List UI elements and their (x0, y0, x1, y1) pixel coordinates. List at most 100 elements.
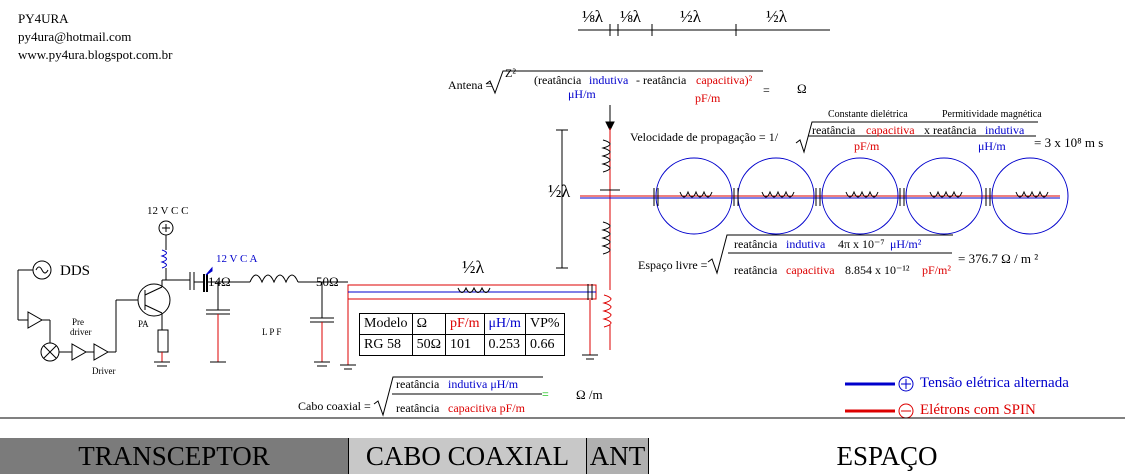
buffer-amp (27, 311, 44, 329)
coax-num-1: reatância (396, 377, 440, 391)
coax-formula-eq: = (542, 387, 549, 401)
scale-eighth-1: ⅛λ (582, 7, 603, 26)
free-result: = 376.7 Ω / m ² (958, 251, 1039, 266)
lpf-coil (249, 274, 299, 284)
table-header-row: Modelo Ω pF/m μH/m VP% (359, 313, 565, 335)
velocity-prefix: Velocidade de propagação = 1/ (630, 130, 779, 144)
free-den-2: capacitiva (786, 263, 835, 277)
scale-half-2: ½λ (766, 7, 787, 26)
wave-coil (679, 190, 713, 198)
wave-circle (991, 157, 1069, 235)
wave-circle (905, 157, 983, 235)
table-cell: 50Ω (411, 334, 446, 356)
antenna-formula-ind: indutiva (589, 73, 629, 87)
legend-red-label: Elétrons com SPIN (920, 402, 1036, 418)
velocity-ind: indutiva (985, 123, 1025, 137)
antenna-formula-z2: Z² (505, 66, 516, 80)
free-space-prefix: Espaço livre = (638, 258, 708, 272)
author-call: PY4URA (18, 11, 69, 26)
free-num-4: μH/m² (890, 237, 922, 251)
label-14-ohm: 14Ω (208, 274, 231, 289)
velocity-cap2: capacitiva (866, 123, 915, 137)
velocity-times: x reatância (924, 123, 977, 137)
antenna-arrow-head (605, 121, 615, 132)
table-cell: 0.253 (483, 334, 526, 356)
antenna-formula-prefix: Antena = (448, 78, 493, 92)
antenna-coil-upper (601, 139, 611, 173)
pa-resistor (157, 329, 169, 353)
table-cell: 101 (444, 334, 485, 356)
pa-transistor (137, 283, 171, 317)
scale-half-1: ½λ (680, 7, 701, 26)
wave-coil (845, 190, 879, 198)
sqrt-free (707, 234, 953, 275)
band-transceptor: TRANSCEPTOR (0, 438, 348, 474)
legend-blue-label: Tensão elétrica alternada (920, 375, 1069, 391)
free-num-1: reatância (734, 237, 778, 251)
wave-coil (761, 190, 795, 198)
half-lambda-coax: ½λ (462, 257, 485, 277)
choke-coil (160, 249, 167, 269)
label-vca: 12 V C A (216, 253, 258, 265)
free-den-4: pF/m² (922, 263, 951, 277)
label-driver: Driver (92, 366, 116, 376)
free-num-2: indutiva (786, 237, 826, 251)
band-ant: ANT (586, 438, 648, 474)
coax-den-2: capacitiva pF/m (448, 401, 525, 415)
antenna-unit-ind: μH/m (568, 87, 596, 101)
antenna-formula-eq: = (763, 83, 770, 97)
table-header: pF/m (444, 313, 485, 335)
pre-driver-amp (71, 343, 88, 361)
sqrt-antenna (485, 70, 763, 95)
velocity-permit-label: Permitividade magnética (942, 109, 1042, 120)
author-email: py4ura@hotmail.com (18, 29, 132, 44)
label-pa: PA (138, 319, 149, 329)
table-header: Modelo (359, 313, 413, 335)
wave-coil (929, 190, 963, 198)
antenna-unit-cap: pF/m (695, 91, 721, 105)
velocity-constant-label: Constante dielétrica (828, 109, 908, 120)
matching-coil (602, 294, 612, 328)
band-cabo-coaxial: CABO COAXIAL (348, 438, 586, 474)
antenna-coil-lower (601, 221, 611, 255)
label-pre: Pre (72, 317, 84, 327)
wave-circle (821, 157, 899, 235)
velocity-unit-uh: μH/m (978, 139, 1006, 153)
coax-spec-table: Modelo Ω pF/m μH/m VP% RG 58 50Ω 101 0.2… (359, 313, 565, 356)
sqrt-coax (373, 376, 543, 417)
table-header: μH/m (483, 313, 526, 335)
dds-wave (35, 266, 49, 274)
velocity-cap1: reatância (812, 123, 856, 137)
velocity-result: = 3 x 10⁸ m s (1034, 135, 1104, 150)
free-num-3: 4π x 10⁻⁷ (838, 237, 885, 251)
table-cell: 0.66 (524, 334, 565, 356)
antenna-formula-cap: capacitiva)² (696, 73, 753, 87)
velocity-unit-pf: pF/m (854, 139, 880, 153)
sqrt-velocity (795, 121, 1038, 154)
label-50-ohm: 50Ω (316, 274, 339, 289)
band-espaco: ESPAÇO (648, 438, 1125, 474)
free-den-3: 8.854 x 10⁻¹² (845, 263, 910, 277)
scale-eighth-2: ⅛λ (620, 7, 641, 26)
table-header: VP% (524, 313, 565, 335)
table-row: RG 58 50Ω 101 0.253 0.66 (359, 334, 565, 356)
table-header: Ω (411, 313, 446, 335)
driver-amp (93, 343, 110, 361)
coax-formula-unit: Ω /m (576, 387, 603, 402)
table-cell: RG 58 (359, 334, 413, 356)
coax-coil (457, 286, 491, 293)
wave-coil (1015, 190, 1049, 198)
vca-arrow (205, 266, 213, 276)
antenna-formula-open: (reatância (534, 73, 582, 87)
half-lambda-vertical: ½λ (548, 181, 571, 201)
legend-plus-circle (898, 376, 914, 392)
wave-circle (655, 157, 733, 235)
antenna-formula-mid: - reatância (636, 73, 687, 87)
label-driver-pre: driver (70, 327, 92, 337)
label-dds: DDS (60, 263, 91, 279)
coax-num-2: indutiva μH/m (448, 377, 519, 391)
free-den-1: reatância (734, 263, 778, 277)
coax-den-1: reatância (396, 401, 440, 415)
